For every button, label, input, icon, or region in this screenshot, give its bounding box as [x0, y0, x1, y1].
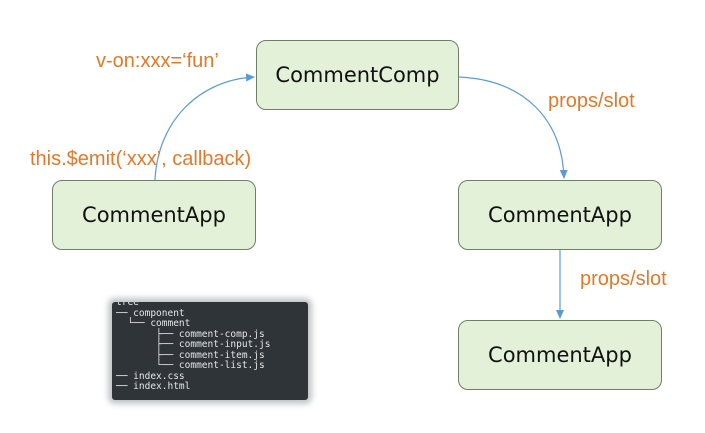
tree-line: ├── comment-item.js — [116, 349, 265, 361]
tree-line: ├── comment-input.js — [116, 339, 271, 350]
tree-line: ├── comment-comp.js — [116, 328, 265, 340]
comment-app-left-node: CommentApp — [52, 180, 256, 250]
tree-line: ── index.css — [116, 370, 185, 382]
file-tree-screenshot: tree ── component └── comment ├── commen… — [112, 302, 308, 400]
von-label: v-on:xxx=‘fun’ — [96, 50, 219, 72]
tree-line: ── index.html — [116, 381, 191, 392]
emit-label: this.$emit(‘xxx’, callback) — [30, 148, 252, 170]
tree-line: ── component — [116, 307, 185, 319]
comment-app-right-node: CommentApp — [458, 180, 662, 250]
props-slot-label-1: props/slot — [548, 90, 635, 112]
props-slot-label-2: props/slot — [580, 268, 667, 290]
edge-emit-arrow — [154, 73, 255, 181]
comment-app-bottom-node: CommentApp — [458, 320, 662, 390]
tree-line: tree — [116, 302, 139, 308]
edge-props-arrow-1 — [458, 76, 568, 179]
tree-line: └── comment-list.js — [116, 360, 265, 371]
tree-line: └── comment — [116, 318, 191, 329]
comment-comp-node: CommentComp — [256, 40, 459, 110]
